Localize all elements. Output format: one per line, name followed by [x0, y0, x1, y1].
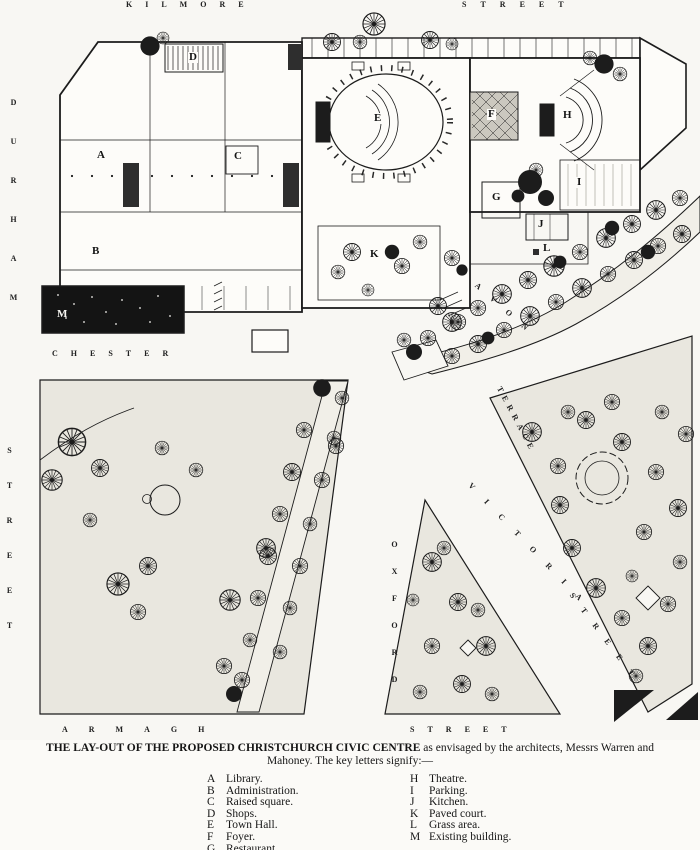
stairs	[213, 281, 223, 311]
legend-column-2: H Theatre. I Parking. J Kitchen. K Paved cou…	[410, 773, 512, 844]
legend-label: Raised square.	[226, 796, 294, 809]
plan-marker-theatre: H	[563, 109, 572, 121]
parking-lot	[559, 159, 641, 211]
street-label-durham: DURHAM	[9, 98, 18, 332]
legend-letter: C	[207, 796, 215, 809]
legend-item: F Foyer.	[207, 830, 299, 844]
park-victoria-square	[489, 335, 693, 713]
existing-building	[41, 285, 185, 334]
legend-item: B Administration.	[207, 784, 299, 798]
victoria-bridge	[391, 339, 449, 381]
site-plan: KILMORE STREET DURHAM STREET CHESTER ARM…	[5, 0, 700, 734]
plan-marker-existing-building: M	[57, 308, 68, 320]
kitchen	[525, 213, 569, 241]
street-label-street-top: STREET	[462, 0, 578, 9]
diamond-pad-2	[635, 585, 661, 611]
legend-item: K Paved court.	[410, 807, 511, 821]
street-label-chester: CHESTER	[52, 349, 182, 358]
street-label-durham-street: STREET	[5, 446, 14, 656]
caption-rest: as envisaged by the architects, Messrs W…	[420, 742, 654, 754]
legend-label: Kitchen.	[429, 796, 469, 809]
plan-marker-town-hall: E	[373, 112, 383, 124]
caption-title: THE LAY-OUT OF THE PROPOSED CHRISTCHURCH…	[46, 742, 421, 754]
legend-label: Foyer.	[226, 830, 256, 843]
theatre-stage	[539, 103, 555, 137]
pond	[149, 484, 181, 516]
legend-letter: G	[207, 842, 216, 850]
legend-letter: E	[207, 819, 215, 832]
legend-item: M Existing building.	[410, 830, 512, 844]
legend-label: Administration.	[226, 784, 299, 797]
plan-marker-raised-square: C	[234, 150, 242, 162]
legend-label: Town Hall.	[226, 819, 278, 832]
grass-square	[533, 249, 539, 255]
plan-marker-shops: D	[188, 51, 198, 63]
diamond-pad	[459, 639, 477, 657]
legend-item: E Town Hall.	[207, 820, 299, 832]
town-hall-auditorium	[315, 61, 453, 183]
legend-letter: K	[410, 807, 419, 820]
legend-label: Library.	[226, 773, 263, 785]
theatre	[539, 69, 603, 171]
avon-river-southwest	[236, 380, 349, 713]
legend-item: I Parking.	[410, 784, 511, 798]
park-details	[39, 407, 661, 657]
stage	[315, 101, 331, 143]
legend-letter: J	[410, 796, 415, 809]
plan-marker-restaurant: G	[492, 191, 501, 203]
plan-marker-foyer: F	[487, 108, 496, 120]
legend-letter: M	[410, 830, 421, 843]
legend-item: L Grass area.	[410, 820, 511, 832]
legend-item: C Raised square.	[207, 796, 299, 809]
legend-item: J Kitchen.	[410, 796, 511, 809]
plan-marker-administration: B	[92, 245, 100, 257]
site-plan-drawing	[39, 12, 700, 722]
caption: THE LAY-OUT OF THE PROPOSED CHRISTCHURCH…	[20, 742, 680, 768]
legend-letter: A	[207, 773, 216, 785]
legend-letter: B	[207, 784, 215, 797]
grass-court	[469, 212, 589, 265]
legend-label: Shops.	[226, 807, 257, 820]
street-label-kilmore: KILMORE	[126, 0, 257, 9]
street-label-street-bottom: STREET	[410, 725, 520, 734]
legend-item: A Library.	[207, 773, 299, 786]
legend-item: D Shops.	[207, 807, 299, 821]
legend-column-1: A Library. B Administration. C Raised squar…	[207, 773, 299, 850]
legend-letter: F	[207, 830, 214, 843]
legend-letter: L	[410, 819, 418, 832]
legend-letter: D	[207, 807, 216, 820]
street-label-oxford: OXFORD	[390, 540, 399, 702]
plan-marker-parking: I	[576, 176, 583, 188]
caption-line-1: THE LAY-OUT OF THE PROPOSED CHRISTCHURCH…	[20, 742, 680, 755]
legend-letter: I	[410, 784, 414, 797]
plan-marker-paved-court: K	[370, 248, 379, 260]
caption-line-2: Mahoney. The key letters signify:—	[266, 755, 434, 767]
legend-item: H Theatre.	[410, 773, 511, 786]
legend-label: Existing building.	[429, 830, 512, 843]
legend-letter: H	[410, 773, 419, 785]
corner-triangle-2	[666, 692, 698, 720]
street-label-armagh: ARMAGH	[62, 725, 226, 734]
legend-label: Theatre.	[429, 773, 467, 785]
fountain	[575, 451, 629, 505]
corner-triangle	[614, 690, 654, 722]
legend-item: G Restaurant.	[207, 842, 299, 850]
legend-label: Parking.	[429, 784, 468, 797]
interior-walls	[60, 42, 641, 317]
legend-label: Paved court.	[429, 807, 487, 820]
service-cores	[123, 44, 539, 255]
paved-court	[317, 225, 441, 301]
civic-centre-buildings	[59, 36, 687, 353]
legend-label: Restaurant.	[226, 842, 279, 850]
plan-marker-grass-area: L	[543, 242, 551, 254]
plan-marker-kitchen: J	[538, 218, 544, 230]
plan-marker-library: A	[97, 149, 105, 161]
legend-label: Grass area.	[429, 819, 481, 832]
raised-square	[225, 145, 259, 175]
